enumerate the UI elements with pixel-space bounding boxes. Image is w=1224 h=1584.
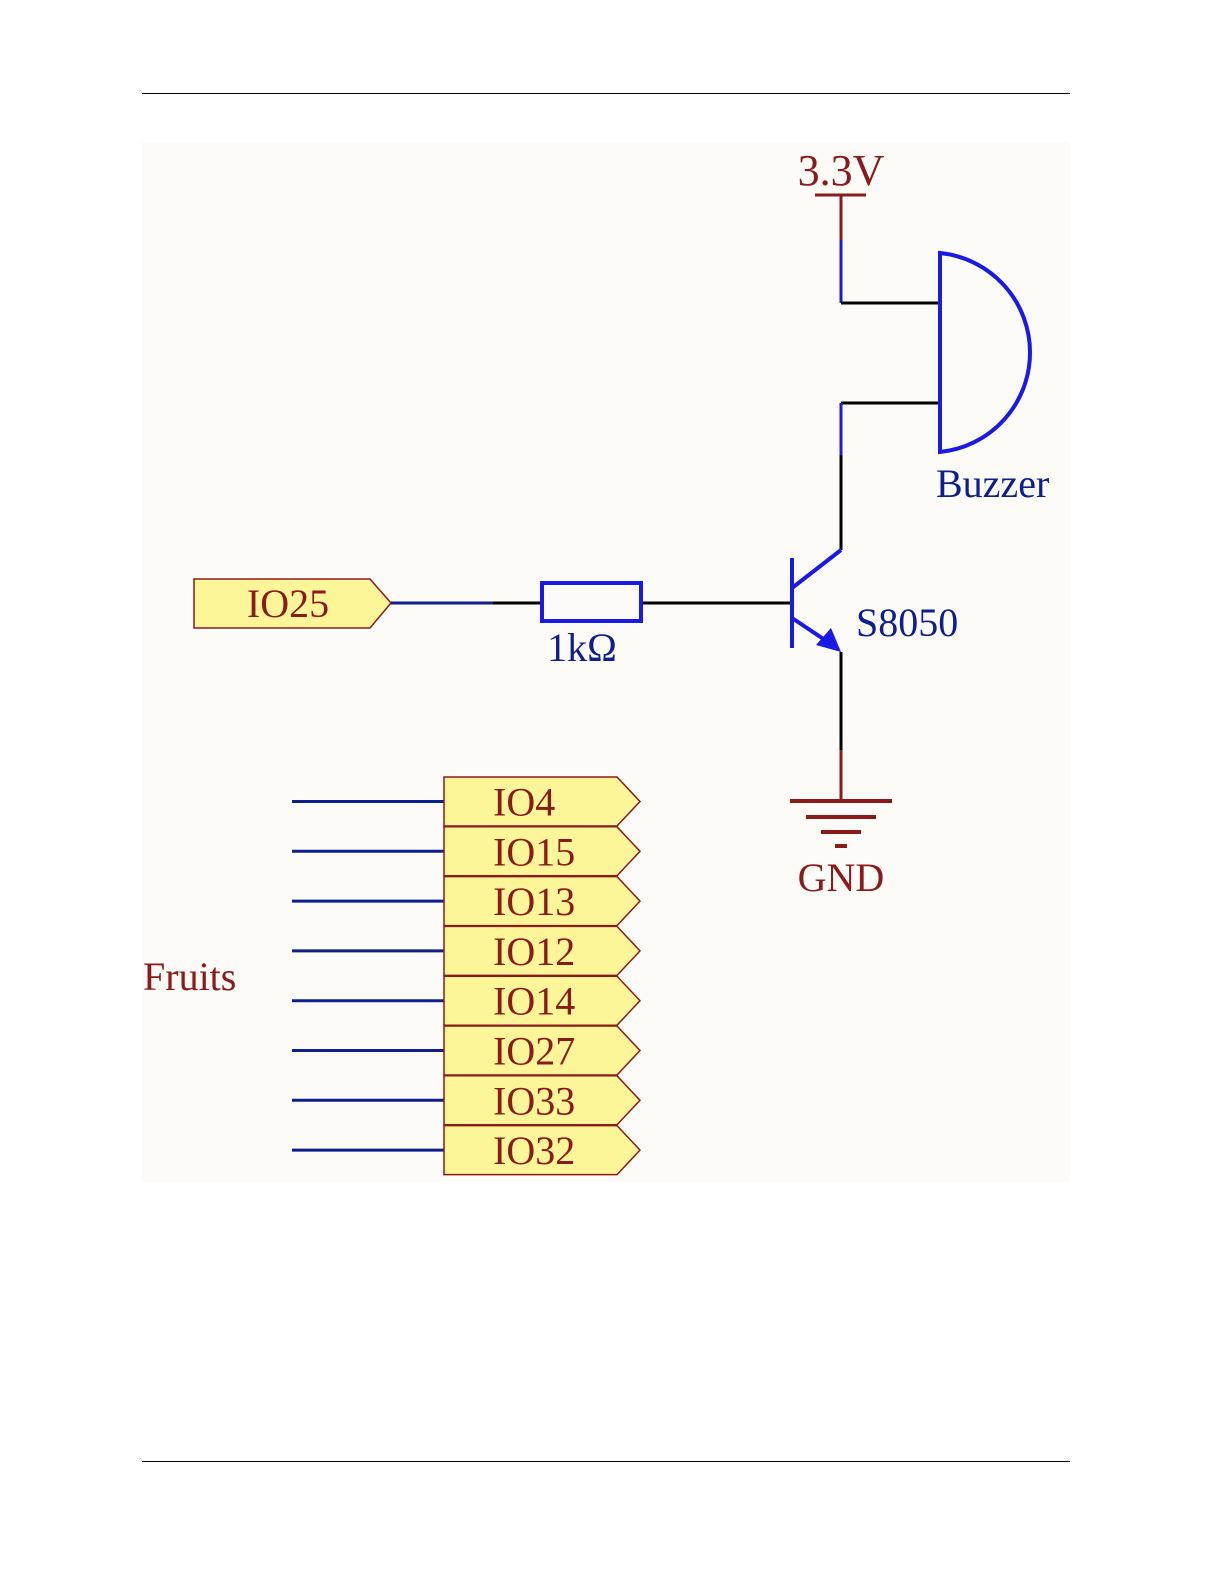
fruit-port-label: IO33 (493, 1078, 575, 1123)
fruit-port-label: IO12 (493, 929, 575, 974)
fruit-port-label: IO32 (493, 1128, 575, 1173)
io25-label: IO25 (247, 581, 329, 626)
fruit-port-label: IO14 (493, 979, 575, 1024)
buzzer-label: Buzzer (936, 461, 1049, 506)
fruit-port-label: IO15 (493, 829, 575, 874)
transistor-label: S8050 (856, 600, 958, 645)
io25-port: IO25 (194, 579, 391, 628)
fruit-port-label: IO4 (493, 780, 555, 825)
fruit-port-label: IO27 (493, 1029, 575, 1074)
gnd-label: GND (798, 855, 885, 900)
resistor-label: 1kΩ (547, 625, 617, 670)
fruits-label: Fruits (143, 954, 236, 999)
fruit-port-label: IO13 (493, 879, 575, 924)
vcc-label: 3.3V (798, 146, 885, 195)
